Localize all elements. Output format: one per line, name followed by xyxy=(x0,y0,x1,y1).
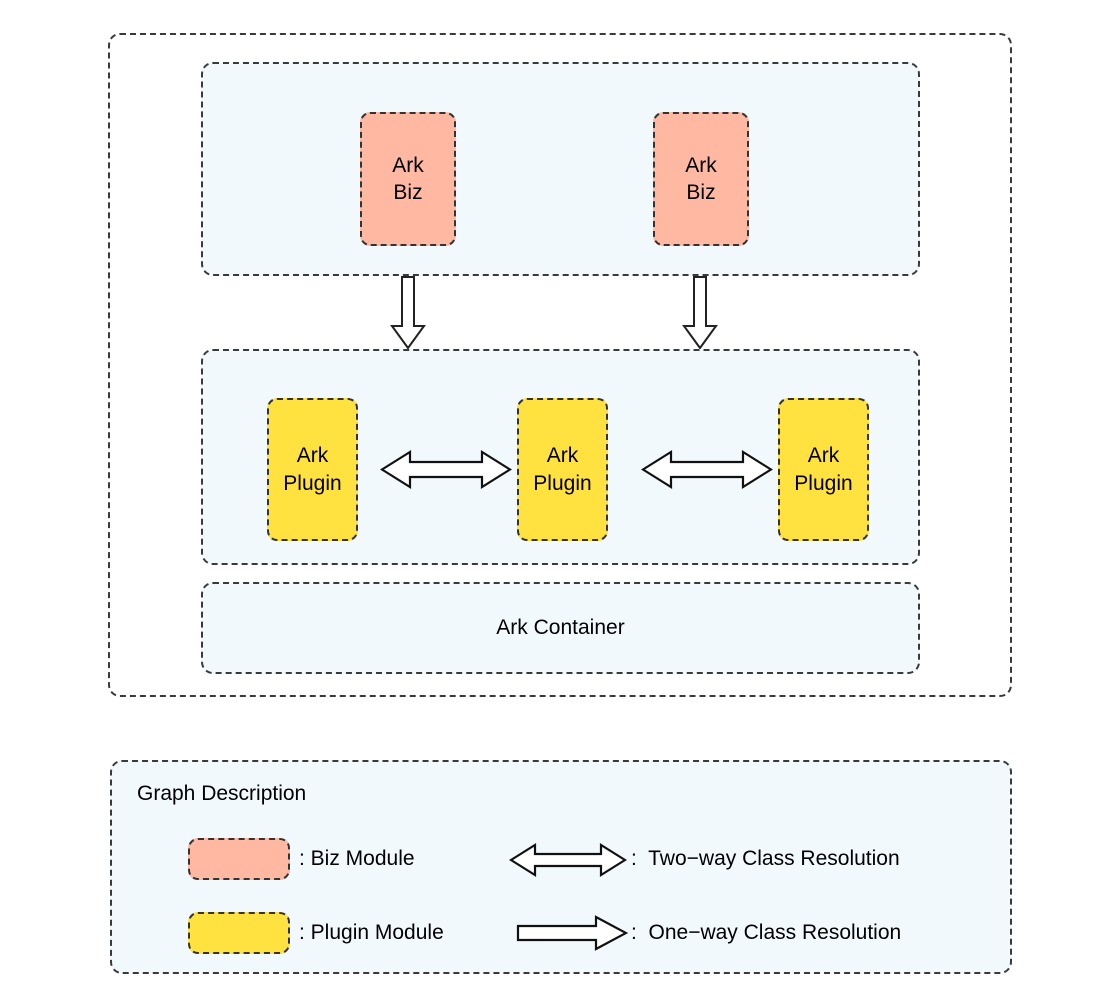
legend-plugin-label: : Plugin Module xyxy=(299,921,444,944)
architecture-outer-frame xyxy=(108,33,1012,697)
biz-section xyxy=(201,62,920,276)
node-ark-biz-1[interactable]: Ark Biz xyxy=(360,112,456,246)
legend-title: Graph Description xyxy=(137,782,307,805)
node-ark-biz-2[interactable]: Ark Biz xyxy=(653,112,749,246)
node-ark-plugin-1[interactable]: Ark Plugin xyxy=(267,398,358,541)
legend-two-way-label: : Two−way Class Resolution xyxy=(631,847,900,870)
legend-biz-label: : Biz Module xyxy=(299,847,415,870)
legend-one-way-label: : One−way Class Resolution xyxy=(631,921,902,944)
node-ark-plugin-2[interactable]: Ark Plugin xyxy=(517,398,608,541)
ark-container-section xyxy=(201,582,920,674)
ark-container-label: Ark Container xyxy=(496,616,625,639)
legend-plugin-swatch xyxy=(188,912,290,954)
node-ark-plugin-3[interactable]: Ark Plugin xyxy=(778,398,869,541)
legend-biz-swatch xyxy=(188,838,290,880)
